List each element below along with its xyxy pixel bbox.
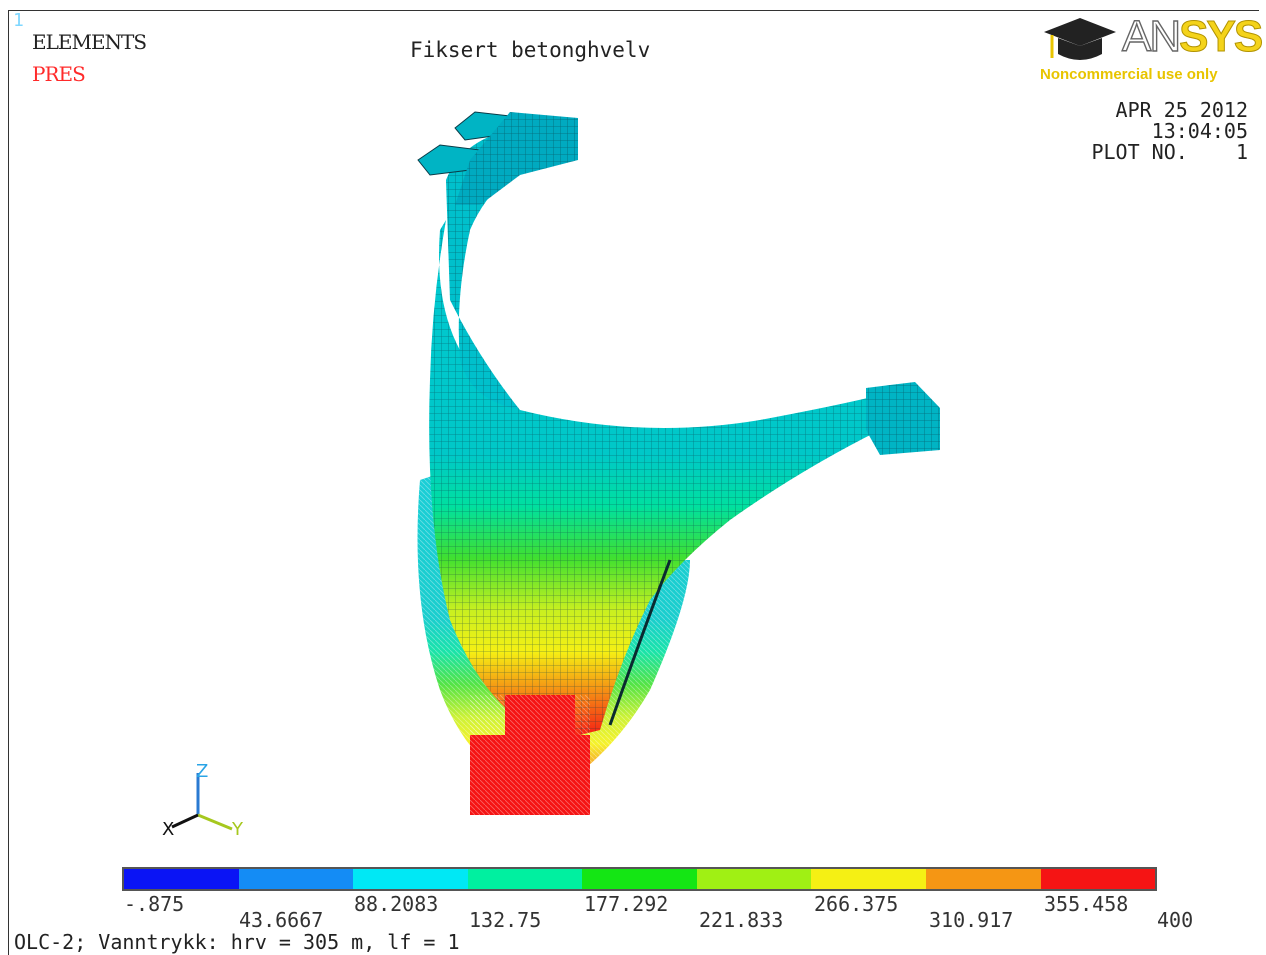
axis-triad-icon [171, 773, 233, 831]
coordinate-triad: Z X Y [150, 755, 260, 845]
legend-swatch-2 [353, 869, 468, 889]
display-label: ELEMENTS [32, 30, 147, 54]
plot-date: APR 25 2012 [1115, 98, 1248, 122]
legend-swatch-7 [925, 869, 1041, 889]
legend-swatch-0 [124, 869, 239, 889]
legend-tick-label: 221.833 [699, 908, 784, 932]
axis-z-label: Z [196, 761, 209, 782]
legend-swatch-6 [811, 869, 926, 889]
legend-swatch-4 [582, 869, 697, 889]
axis-y-label: Y [232, 819, 243, 840]
legend-swatch-5 [696, 869, 812, 889]
arch-edge [608, 559, 672, 726]
axis-x-label: X [162, 819, 175, 840]
ansys-logo: ANSYS Noncommercial use only [1040, 11, 1266, 86]
legend-tick-label: 177.292 [584, 892, 669, 916]
window-number: 1 [13, 10, 24, 31]
legend-tick-label: 400 [1157, 908, 1194, 932]
legend-tick-label: 355.458 [1044, 892, 1129, 916]
arch-mesh [429, 220, 880, 740]
load-label: PRES [32, 62, 86, 86]
legend-tick-label: 132.75 [469, 908, 542, 932]
plot-title: Fiksert betonghvelv [410, 38, 651, 62]
legend-swatch-3 [467, 869, 583, 889]
legend-tick-label: 266.375 [814, 892, 899, 916]
plot-time: 13:04:05 [1151, 119, 1248, 143]
legend-tick-label: -.875 [124, 892, 185, 916]
legend-tick-label: 88.2083 [354, 892, 439, 916]
legend-tick-label: 43.6667 [239, 908, 324, 932]
load-case-caption: OLC-2; Vanntrykk: hrv = 305 m, lf = 1 [14, 930, 460, 954]
plot-timestamp: APR 25 2012 13:04:05 PLOT NO. 1 [1091, 100, 1248, 163]
graduation-cap-icon [1044, 18, 1116, 60]
legend-swatch-1 [238, 869, 354, 889]
logo-subtitle: Noncommercial use only [1040, 66, 1218, 83]
plot-frame [8, 10, 1259, 955]
contour-legend-bar [122, 867, 1157, 891]
plot-number: PLOT NO. 1 [1091, 140, 1248, 164]
ansys-wordmark: ANSYS [1121, 11, 1263, 61]
legend-swatch-8 [1040, 869, 1156, 889]
legend-tick-label: 310.917 [929, 908, 1014, 932]
